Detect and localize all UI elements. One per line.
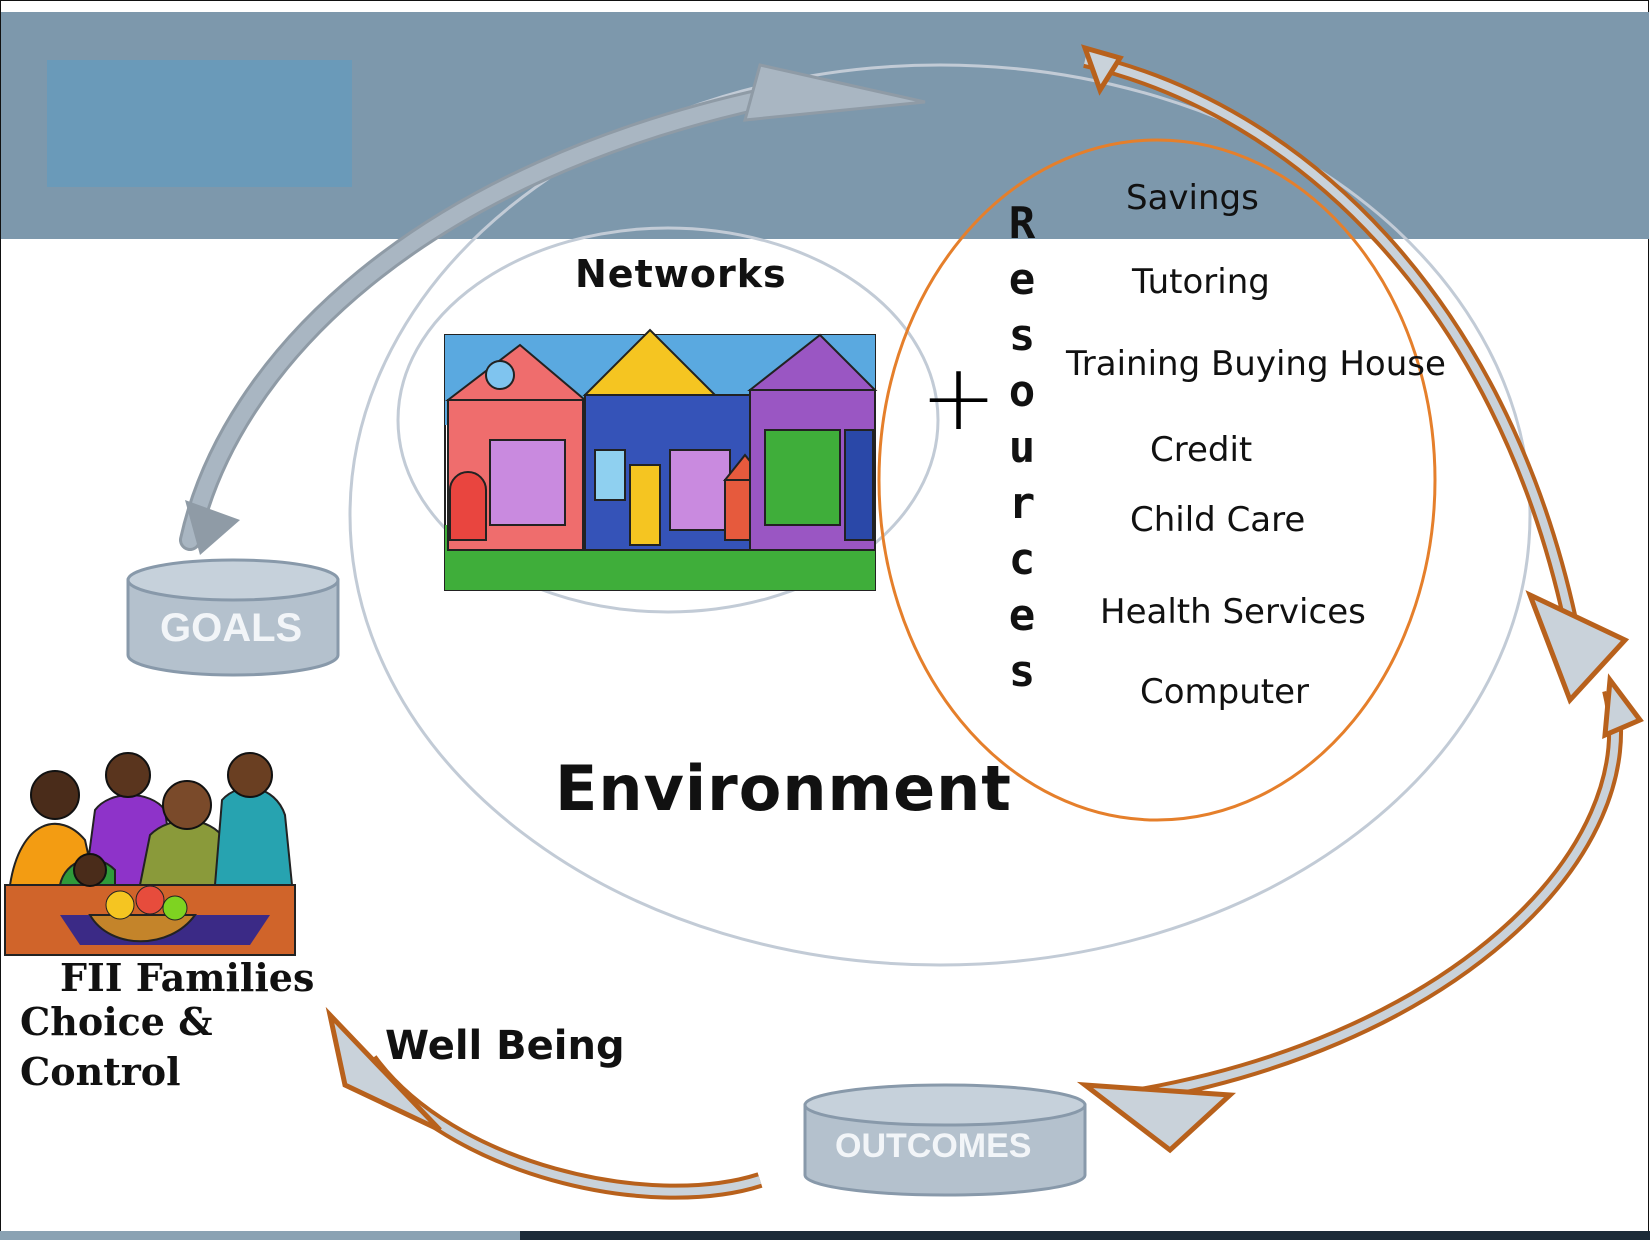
right-arrow-lower bbox=[1076, 673, 1644, 1154]
environment-label: Environment bbox=[555, 752, 1012, 825]
goals-cylinder bbox=[126, 558, 340, 677]
resources-letter: c bbox=[1008, 534, 1036, 585]
resources-letter: r bbox=[1008, 478, 1036, 529]
resources-letter: u bbox=[1008, 422, 1036, 473]
footer-bar-light bbox=[0, 1231, 520, 1240]
well-being-label: Well Being bbox=[385, 1023, 625, 1069]
resource-tutoring: Tutoring bbox=[1132, 262, 1270, 302]
environment-ring bbox=[348, 63, 1532, 967]
outcomes-label: OUTCOMES bbox=[835, 1127, 1032, 1165]
resource-child-care: Child Care bbox=[1130, 500, 1306, 540]
resource-health-services: Health Services bbox=[1100, 592, 1366, 632]
resources-ring bbox=[877, 138, 1437, 822]
resource-computer: Computer bbox=[1140, 672, 1310, 712]
right-arrow-upper bbox=[1081, 44, 1630, 705]
families-label: FII Families bbox=[60, 955, 315, 1000]
goals-arrow bbox=[179, 63, 926, 555]
resources-letter: s bbox=[1008, 310, 1036, 361]
houses-clipart-icon bbox=[444, 328, 878, 591]
networks-ring bbox=[396, 226, 940, 614]
resources-letter: e bbox=[1008, 254, 1036, 305]
resource-training-buying-house: Training Buying House bbox=[1066, 344, 1446, 384]
resources-letter: R bbox=[1008, 198, 1036, 249]
resources-letter: e bbox=[1008, 590, 1036, 641]
header-title-box bbox=[47, 60, 352, 187]
resource-savings: Savings bbox=[1126, 178, 1259, 218]
resources-letter: o bbox=[1008, 366, 1036, 417]
resources-letter: s bbox=[1008, 646, 1036, 697]
footer-bar-dark bbox=[520, 1231, 1650, 1240]
well-being-arrow bbox=[325, 1006, 763, 1200]
plus-sign: + bbox=[920, 344, 998, 451]
networks-label: Networks bbox=[575, 252, 787, 296]
outcomes-cylinder bbox=[803, 1083, 1087, 1197]
goals-label: GOALS bbox=[160, 606, 303, 650]
resources-vertical-label: R e s o u r c e s bbox=[1002, 196, 1042, 700]
resource-credit: Credit bbox=[1150, 430, 1253, 470]
family-clipart-icon bbox=[4, 752, 296, 956]
choice-control-label: Choice & Control bbox=[20, 999, 213, 1094]
